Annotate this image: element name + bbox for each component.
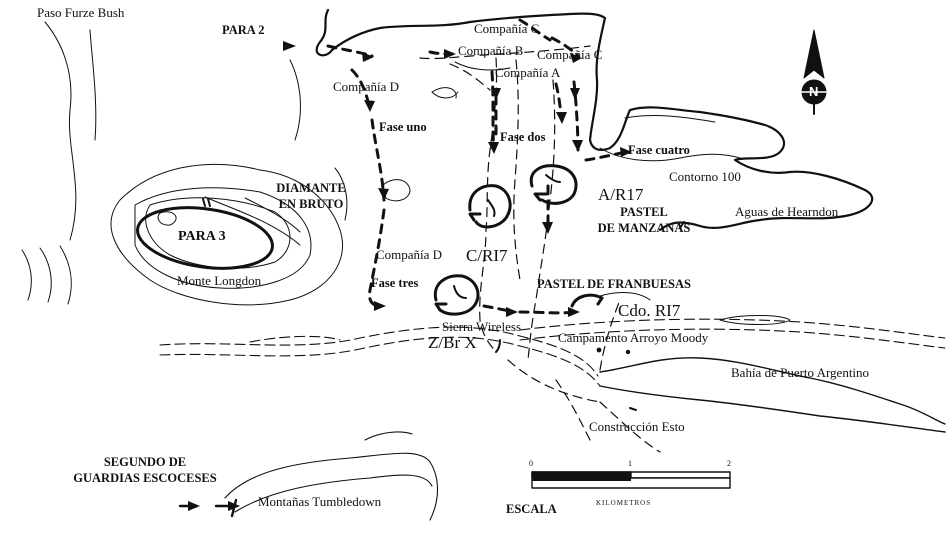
label-sierra-wireless: Sierra Wireless xyxy=(442,319,522,334)
para3-objective xyxy=(136,206,274,270)
scale-title: ESCALA xyxy=(506,502,557,516)
tumbledown-contours xyxy=(224,431,439,521)
label-cia-c-right: Compañía C xyxy=(537,47,603,62)
label-zbr-x: Z/Br X xyxy=(428,333,477,352)
label-cia-d-top: Compañía D xyxy=(333,79,400,94)
small-hills xyxy=(381,87,791,325)
scale-tick-1: 1 xyxy=(628,459,632,468)
label-bahia: Bahía de Puerto Argentino xyxy=(731,365,870,380)
unit-circles xyxy=(433,164,604,316)
label-pastel-manzanas: PASTEL DE MANZANAS xyxy=(596,204,692,236)
label-fase-dos: Fase dos xyxy=(500,130,546,144)
label-guardias: SEGUNDO DE GUARDIAS ESCOCESES xyxy=(70,454,220,486)
label-cia-a: Compañía A xyxy=(495,65,561,80)
scale-tick-0: 0 xyxy=(529,459,533,468)
label-cia-b: Compañía B xyxy=(458,43,524,58)
label-campamento: Campamento Arroyo Moody xyxy=(558,330,709,345)
furze-ridge xyxy=(21,21,97,305)
label-cdo-ri7: Cdo. RI7 xyxy=(618,301,681,320)
label-cia-d-bottom: Compañía D xyxy=(376,247,443,262)
label-ar17: A/R17 xyxy=(598,185,644,204)
label-para2: PARA 2 xyxy=(222,23,265,37)
label-para3: PARA 3 xyxy=(178,229,226,244)
phase-line xyxy=(419,45,661,453)
phase-arrows xyxy=(326,18,630,315)
scale-bar xyxy=(531,471,731,489)
label-fase-cuatro: Fase cuatro xyxy=(628,143,690,157)
compass-north-label: N xyxy=(809,84,819,99)
label-diamante: DIAMANTE EN BRUTO xyxy=(268,180,354,212)
label-fase-uno: Fase uno xyxy=(379,120,427,134)
label-tumbledown: Montañas Tumbledown xyxy=(258,494,382,509)
label-aguas-hearndon: Aguas de Hearndon xyxy=(735,204,839,219)
pastel-manzanas-line-1: PASTEL xyxy=(620,205,668,219)
southern-track xyxy=(159,318,946,387)
longdon-contours xyxy=(110,59,348,306)
label-construccion: Construcción Esto xyxy=(589,419,685,434)
label-cri7: C/RI7 xyxy=(466,246,508,265)
diamante-line-1: DIAMANTE xyxy=(276,181,346,195)
label-fase-tres: Fase tres xyxy=(371,276,419,290)
label-cia-c-top: Compañía C xyxy=(474,21,540,36)
guardias-line-1: SEGUNDO DE xyxy=(103,455,187,469)
guardias-line-2: GUARDIAS ESCOCESES xyxy=(73,471,217,485)
bay-shore xyxy=(599,357,946,433)
guardias-arrows xyxy=(178,498,238,518)
scale-unit: KILOMETROS xyxy=(596,499,652,507)
diamante-line-2: EN BRUTO xyxy=(278,197,344,211)
misc-marks xyxy=(453,174,685,411)
label-pastel-franbuesas: PASTEL DE FRANBUESAS xyxy=(537,277,691,291)
compass-icon xyxy=(797,29,831,115)
coastline-north xyxy=(315,8,874,232)
scale-tick-2: 2 xyxy=(727,459,731,468)
label-contorno: Contorno 100 xyxy=(669,169,741,184)
label-monte-longdon: Monte Longdon xyxy=(177,273,262,288)
pastel-manzanas-line-2: DE MANZANAS xyxy=(597,221,691,235)
label-paso-furze: Paso Furze Bush xyxy=(37,5,125,20)
